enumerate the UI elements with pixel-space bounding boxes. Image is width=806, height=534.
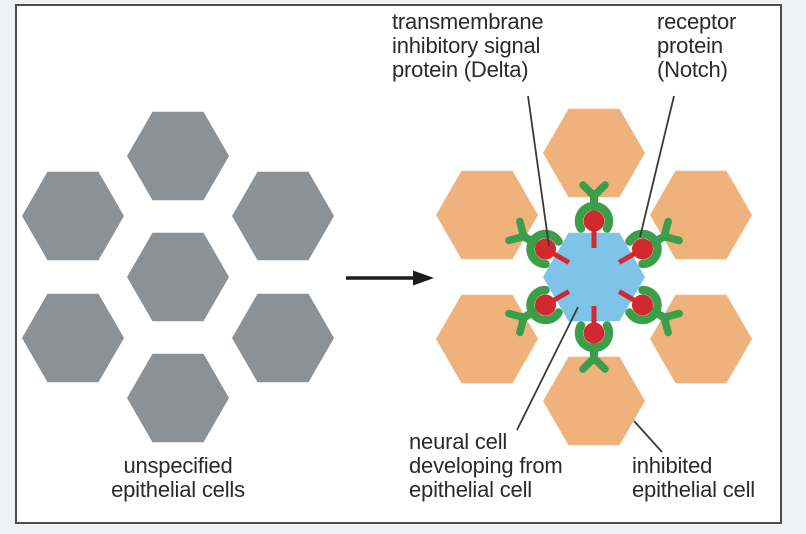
leader-line-neural-cell xyxy=(516,306,579,431)
label-unspecified-cells: unspecified epithelial cells xyxy=(111,453,245,502)
leader-lines xyxy=(516,95,675,453)
leader-line-notch xyxy=(639,95,675,238)
label-inhibited-cell: inhibited epithelial cell xyxy=(632,453,755,502)
leader-line-inhibited-cell xyxy=(633,420,663,453)
leader-line-delta xyxy=(527,95,550,247)
arrow-head xyxy=(413,270,434,286)
figure-panel xyxy=(15,4,782,524)
label-delta-protein: transmembrane inhibitory signal protein … xyxy=(392,9,544,82)
label-neural-cell: neural cell developing from epithelial c… xyxy=(409,429,563,502)
label-notch-protein: receptor protein (Notch) xyxy=(657,9,737,82)
transition-arrow xyxy=(346,270,434,286)
